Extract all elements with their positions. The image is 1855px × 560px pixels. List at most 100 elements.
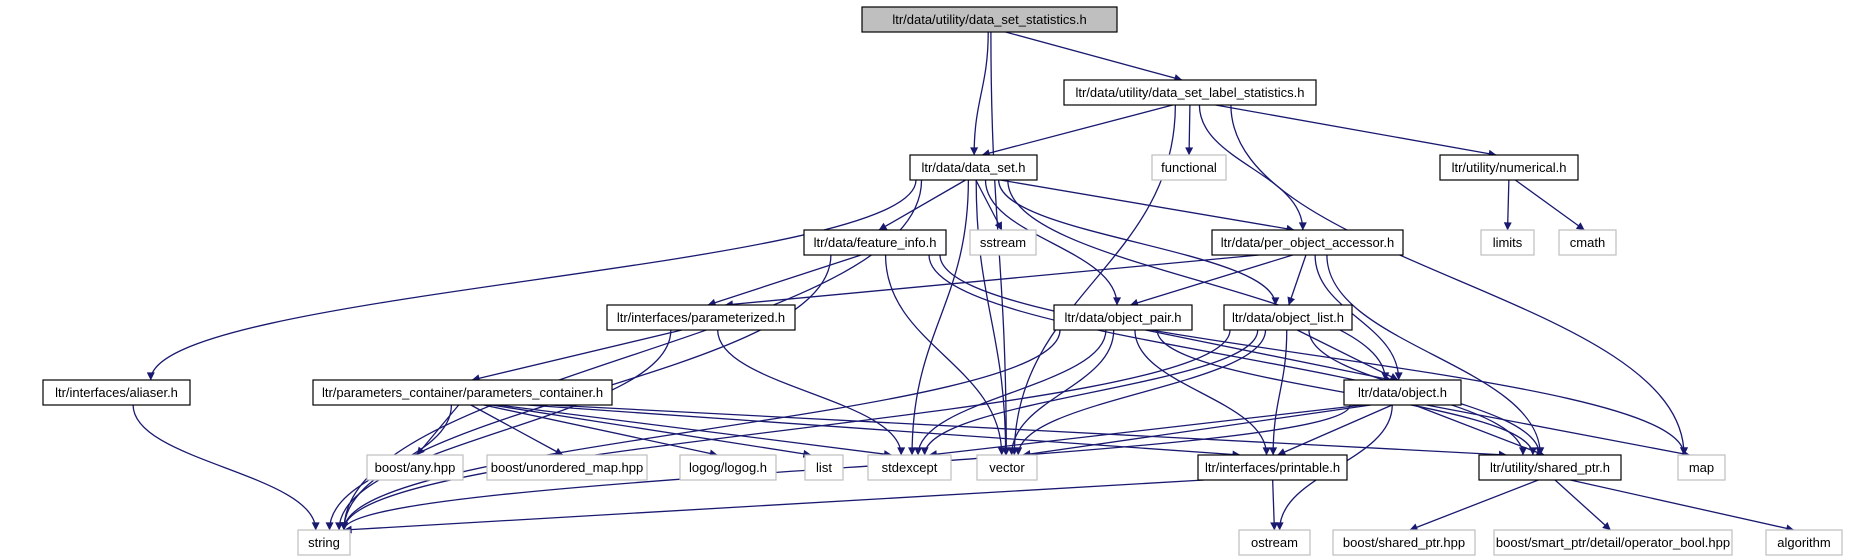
node-boost-shared-ptr: boost/shared_ptr.hpp: [1332, 529, 1476, 556]
node-box: [867, 454, 952, 481]
node-label: ltr/data/per_object_accessor.h: [1221, 235, 1394, 250]
edge-per_object_accessor-to-shared_ptr: [1326, 254, 1545, 456]
node-box: [1211, 229, 1404, 256]
edge-shared_ptr-to-boost_shared_ptr: [1409, 479, 1539, 531]
node-parameterized[interactable]: ltr/interfaces/parameterized.h: [606, 304, 796, 331]
node-aliaser[interactable]: ltr/interfaces/aliaser.h: [42, 379, 191, 406]
node-parameters-container[interactable]: ltr/parameters_container/parameters_cont…: [312, 379, 613, 406]
dependency-edges: [132, 31, 1795, 534]
edge-object-to-string: [340, 404, 1351, 531]
node-label: boost/shared_ptr.hpp: [1343, 535, 1465, 550]
edge-label_stats-to-vector: [1010, 104, 1177, 456]
edge-shared_ptr-to-operator_bool: [1554, 479, 1611, 531]
node-box: [366, 454, 464, 481]
node-label: ltr/interfaces/aliaser.h: [55, 385, 178, 400]
edge-object-to-shared_ptr: [1414, 404, 1545, 457]
node-algorithm: algorithm: [1765, 529, 1843, 556]
node-label-stats[interactable]: ltr/data/utility/data_set_label_statisti…: [1063, 79, 1317, 106]
node-root[interactable]: ltr/data/utility/data_set_statistics.h: [861, 6, 1118, 33]
edge-object_pair-to-vector: [1007, 329, 1115, 456]
edge-data_set-to-object_pair: [984, 179, 1122, 306]
node-box: [861, 6, 1118, 33]
node-label: functional: [1161, 160, 1217, 175]
edge-object-to-printable: [1277, 404, 1393, 456]
edge-feature_info-to-vector: [884, 254, 1006, 456]
node-label: limits: [1493, 235, 1523, 250]
edge-data_set-to-aliaser: [146, 179, 917, 381]
node-label: ltr/data/utility/data_set_label_statisti…: [1075, 85, 1304, 100]
node-vector: vector: [976, 454, 1038, 481]
edge-aliaser-to-string: [132, 404, 320, 531]
edge-per_object_accessor-to-object_pair: [1129, 254, 1293, 307]
node-box: [606, 304, 796, 331]
node-box: [1343, 379, 1462, 406]
node-ostream: ostream: [1238, 529, 1311, 556]
node-box: [1238, 529, 1311, 556]
edge-data_set-to-object_list: [998, 179, 1280, 306]
node-box: [1558, 229, 1617, 256]
node-box: [1332, 529, 1476, 556]
node-map: map: [1677, 454, 1726, 481]
edge-per_object_accessor-to-object: [1314, 254, 1403, 381]
node-object[interactable]: ltr/data/object.h: [1343, 379, 1462, 406]
node-box: [1439, 154, 1579, 181]
node-box: [1765, 529, 1843, 556]
node-object-list[interactable]: ltr/data/object_list.h: [1223, 304, 1353, 331]
edge-label_stats-to-per_object_accessor: [1198, 104, 1307, 231]
node-label: algorithm: [1777, 535, 1830, 550]
node-box: [803, 229, 947, 256]
edge-data_set-to-object: [1007, 179, 1390, 381]
edge-label_stats-to-map: [1230, 104, 1688, 456]
edge-printable-to-ostream: [1270, 479, 1279, 531]
node-box: [679, 454, 777, 481]
node-label: boost/smart_ptr/detail/operator_bool.hpp: [1496, 535, 1730, 550]
node-box: [804, 454, 844, 481]
node-shared-ptr[interactable]: ltr/utility/shared_ptr.h: [1478, 454, 1622, 481]
node-label: ltr/interfaces/parameterized.h: [617, 310, 785, 325]
node-per-object-accessor[interactable]: ltr/data/per_object_accessor.h: [1211, 229, 1404, 256]
edge-numerical-to-limits: [1503, 179, 1512, 231]
node-feature-info[interactable]: ltr/data/feature_info.h: [803, 229, 947, 256]
node-functional: functional: [1151, 154, 1227, 181]
node-label: ltr/data/feature_info.h: [814, 235, 937, 250]
edge-label_stats-to-data_set: [981, 104, 1173, 157]
node-sstream: sstream: [969, 229, 1037, 256]
node-box: [1223, 304, 1353, 331]
edge-data_set-to-feature_info: [878, 179, 966, 231]
node-cmath: cmath: [1558, 229, 1617, 256]
node-limits: limits: [1480, 229, 1535, 256]
node-label: map: [1689, 460, 1714, 475]
node-label: ltr/utility/numerical.h: [1452, 160, 1567, 175]
node-box: [1677, 454, 1726, 481]
node-object-pair[interactable]: ltr/data/object_pair.h: [1053, 304, 1193, 331]
dependency-nodes: ltr/data/utility/data_set_statistics.hlt…: [42, 6, 1843, 556]
edge-numerical-to-cmath: [1514, 179, 1585, 231]
node-box: [969, 229, 1037, 256]
node-printable[interactable]: ltr/interfaces/printable.h: [1197, 454, 1348, 481]
node-box: [976, 454, 1038, 481]
edge-object-to-map: [1426, 404, 1690, 458]
edge-parameters_container-to-boost_unordered_map: [470, 404, 564, 456]
edge-object_pair-to-string: [340, 329, 1061, 531]
edge-parameters_container-to-logog: [483, 404, 718, 458]
node-label: ltr/utility/shared_ptr.h: [1490, 460, 1610, 475]
node-label: ostream: [1251, 535, 1298, 550]
edge-parameterized-to-parameters_container: [471, 329, 683, 383]
edge-data_set-to-per_object_accessor: [1000, 179, 1295, 233]
edge-data_set-to-vector: [975, 179, 1010, 456]
node-operator-bool: boost/smart_ptr/detail/operator_bool.hpp: [1493, 529, 1733, 556]
node-numerical[interactable]: ltr/utility/numerical.h: [1439, 154, 1579, 181]
node-label: ltr/data/utility/data_set_statistics.h: [892, 12, 1086, 27]
node-label: ltr/data/object.h: [1358, 385, 1447, 400]
node-box: [1478, 454, 1622, 481]
edge-object_pair-to-object: [1145, 329, 1392, 383]
edge-per_object_accessor-to-object_list: [1287, 254, 1307, 306]
edge-printable-to-string: [343, 479, 1205, 534]
node-label: ltr/data/object_pair.h: [1064, 310, 1181, 325]
node-label: list: [816, 460, 832, 475]
edge-object_list-to-object: [1296, 329, 1399, 381]
node-data-set[interactable]: ltr/data/data_set.h: [909, 154, 1038, 181]
edge-parameters_container-to-list: [491, 404, 812, 458]
node-box: [1493, 529, 1733, 556]
node-label: vector: [989, 460, 1025, 475]
